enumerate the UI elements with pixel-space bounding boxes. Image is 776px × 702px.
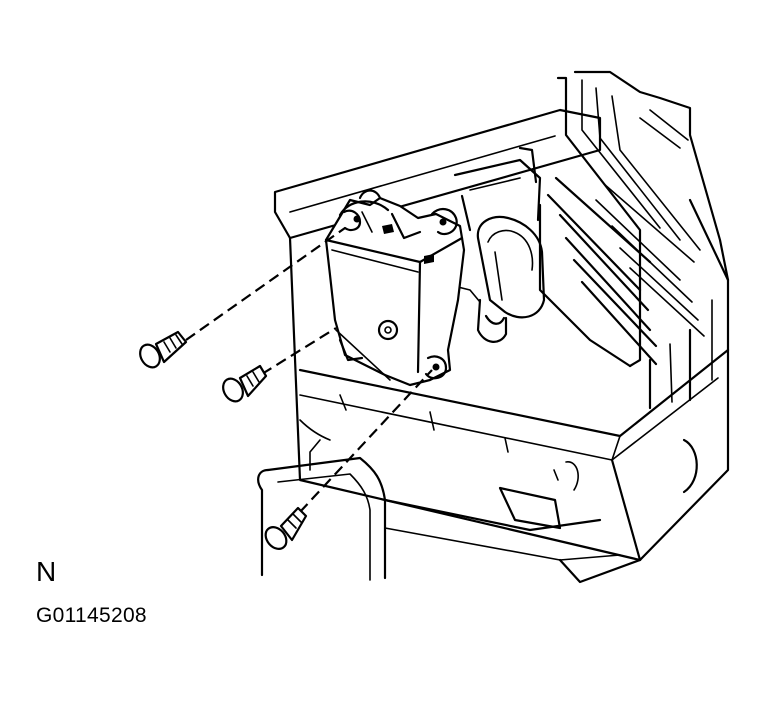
screw-installation-lines bbox=[185, 227, 433, 513]
heater-unit-housing bbox=[257, 108, 730, 584]
screw-3 bbox=[264, 506, 308, 550]
view-letter: N bbox=[36, 556, 57, 587]
figure-code: G01145208 bbox=[36, 604, 147, 627]
servo-motor bbox=[324, 189, 466, 387]
screw-1 bbox=[139, 330, 188, 369]
duct-louvres bbox=[538, 70, 730, 410]
bracket-and-clip bbox=[449, 146, 546, 343]
screw-2 bbox=[222, 364, 268, 403]
